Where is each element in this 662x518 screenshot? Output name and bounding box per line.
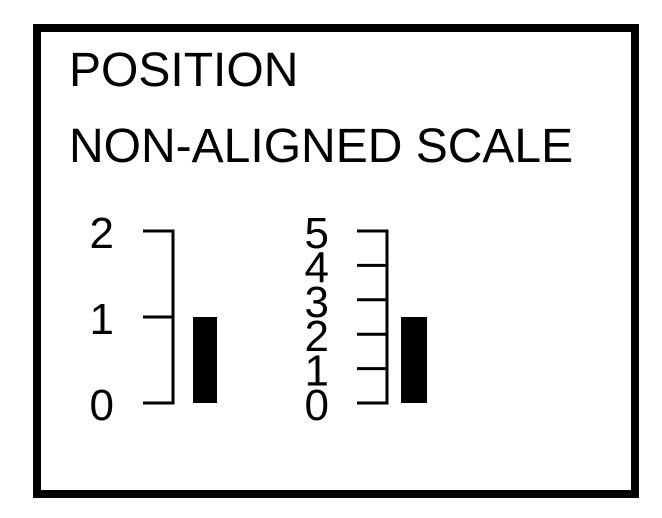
scale-right-tick-label: 3 <box>305 278 329 327</box>
scale-left-bar <box>193 317 217 403</box>
scale-right-tick-label: 5 <box>305 209 329 258</box>
scale-left-tick-label: 2 <box>90 209 114 258</box>
title-line-position: POSITION <box>69 44 299 97</box>
scale-left-tick-label: 1 <box>90 295 114 344</box>
title-line-non-aligned-scale: NON-ALIGNED SCALE <box>69 120 574 173</box>
scale-left-tick-label: 0 <box>90 381 114 430</box>
scale-right-tick-label: 4 <box>305 243 329 292</box>
scale-left: 0 1 2 <box>90 209 217 430</box>
scale-right-tick-label: 0 <box>305 381 329 430</box>
scale-right-bar <box>401 317 427 403</box>
figure-frame <box>33 24 639 498</box>
scale-right-tick-label: 2 <box>305 312 329 361</box>
scale-right-tick-label: 1 <box>305 347 329 396</box>
